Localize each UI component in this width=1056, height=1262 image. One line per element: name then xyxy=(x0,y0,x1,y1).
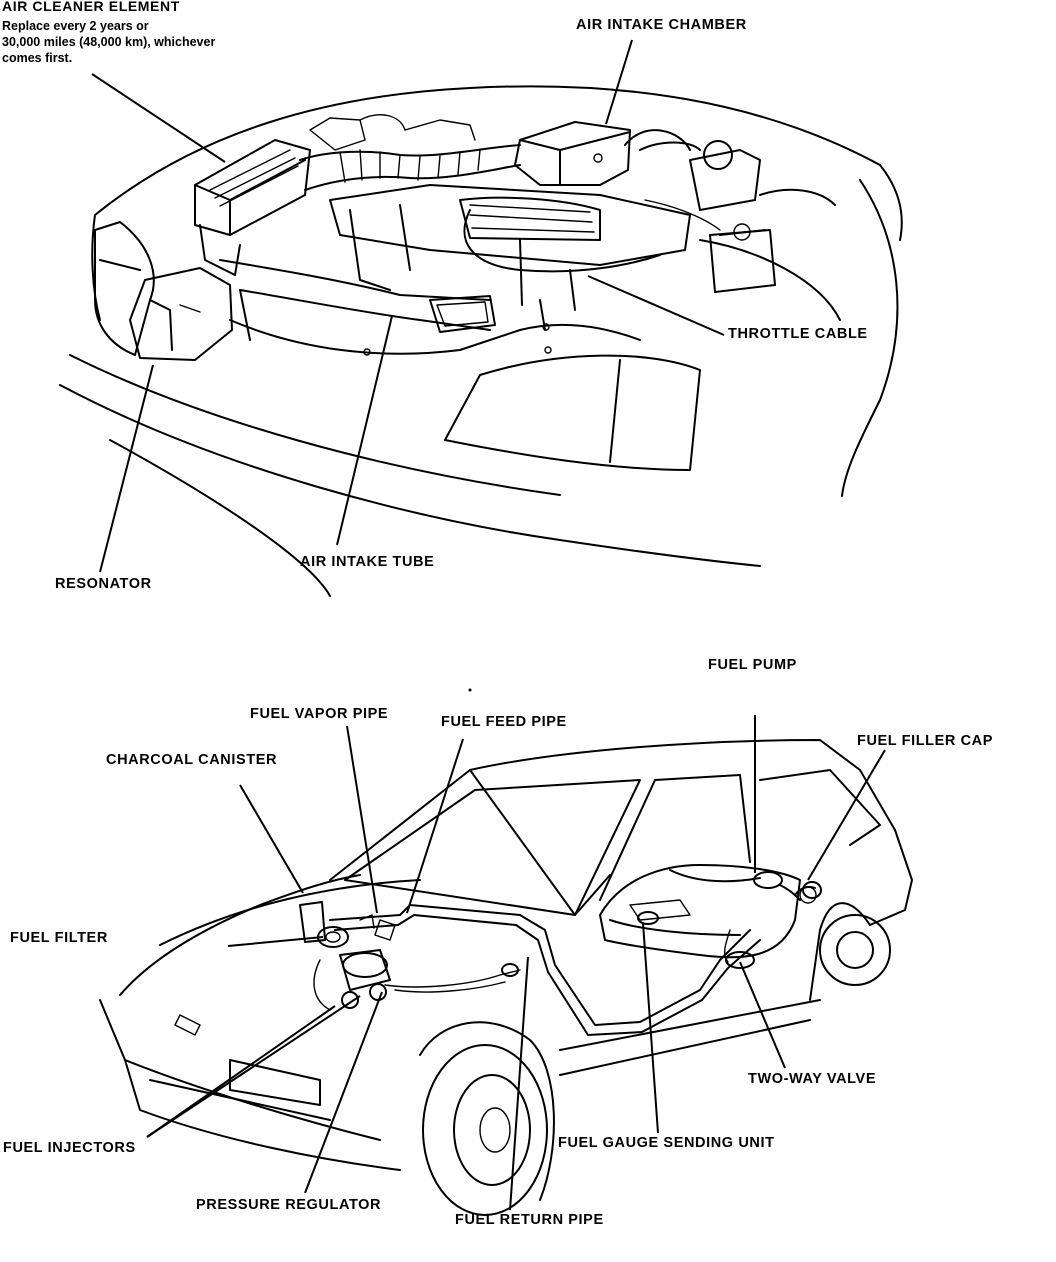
label-charcoal-canister: CHARCOAL CANISTER xyxy=(106,752,278,768)
label-air-intake-chamber: AIR INTAKE CHAMBER xyxy=(576,17,747,33)
bottom-leader-lines xyxy=(146,715,886,1211)
label-fuel-feed-pipe: FUEL FEED PIPE xyxy=(441,714,567,730)
label-fuel-gauge-sending-unit: FUEL GAUGE SENDING UNIT xyxy=(558,1135,775,1151)
label-air-intake-tube: AIR INTAKE TUBE xyxy=(300,554,435,570)
label-fuel-pump: FUEL PUMP xyxy=(708,657,797,673)
label-two-way-valve: TWO-WAY VALVE xyxy=(748,1071,877,1087)
label-fuel-injectors: FUEL INJECTORS xyxy=(3,1140,136,1156)
car-fuel-system-illustration xyxy=(99,739,913,1216)
note-air-cleaner-replacement: Replace every 2 years or 30,000 miles (4… xyxy=(2,19,216,65)
top-leader-lines xyxy=(91,39,725,573)
label-air-cleaner-element: AIR CLEANER ELEMENT xyxy=(2,0,180,14)
label-fuel-return-pipe: FUEL RETURN PIPE xyxy=(455,1212,604,1228)
label-pressure-regulator: PRESSURE REGULATOR xyxy=(196,1197,382,1213)
stray-dot xyxy=(468,688,472,692)
label-throttle-cable: THROTTLE CABLE xyxy=(728,326,868,342)
label-resonator: RESONATOR xyxy=(55,576,152,592)
label-fuel-vapor-pipe: FUEL VAPOR PIPE xyxy=(250,706,389,722)
label-fuel-filler-cap: FUEL FILLER CAP xyxy=(857,733,994,749)
label-fuel-filter: FUEL FILTER xyxy=(10,930,108,946)
engine-bay-illustration xyxy=(59,85,903,597)
